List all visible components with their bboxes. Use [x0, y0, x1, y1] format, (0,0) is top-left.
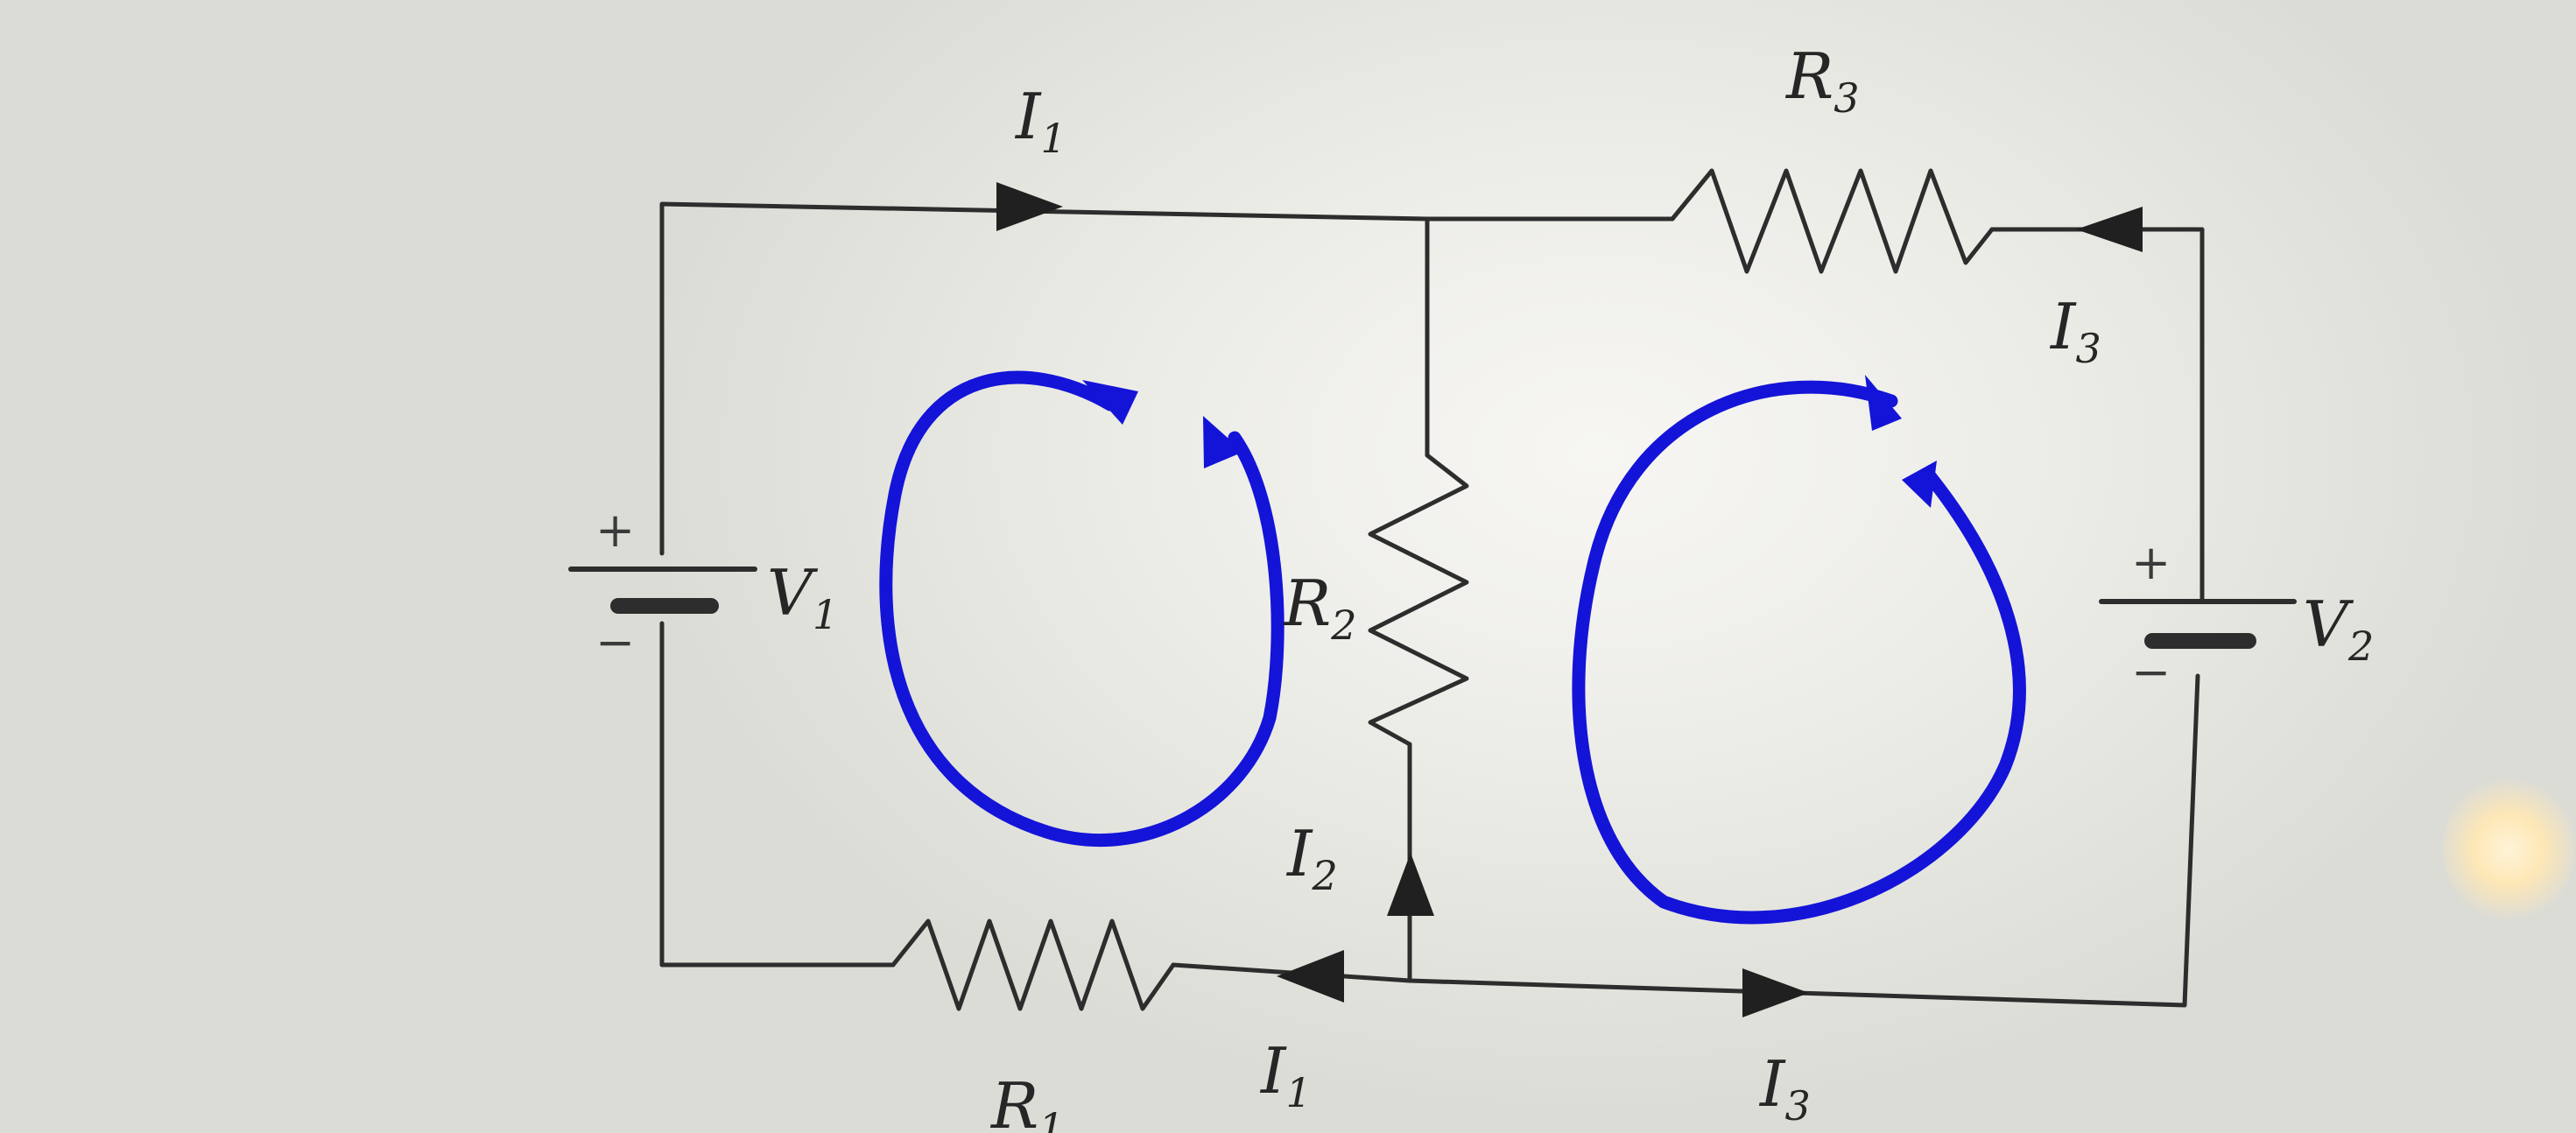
- right-loop-arrowhead-side: [1902, 461, 1937, 508]
- r2-resistor: [1368, 453, 1469, 747]
- i3-bottom-arrow: [1742, 968, 1809, 1017]
- v1-label: V1: [767, 556, 838, 638]
- v2-plus-sign: +: [2131, 535, 2171, 590]
- left-mesh-loop: [879, 370, 1284, 847]
- i2-arrow: [1387, 853, 1434, 916]
- r2-label: R2: [1282, 566, 1357, 649]
- right-mesh-loop: [1572, 380, 2026, 925]
- i1-bottom-label: I1: [1259, 1034, 1312, 1116]
- i3-bottom-label: I3: [1758, 1047, 1811, 1129]
- r1-label: R1: [989, 1069, 1065, 1133]
- light-glare: [2443, 775, 2574, 924]
- left-wire-bottom: [659, 621, 896, 968]
- left-loop-arrowhead-top: [1082, 380, 1138, 425]
- r1-resistor: [890, 918, 1176, 1011]
- v2-minus-sign: −: [2131, 644, 2171, 700]
- i1-top-label: I1: [1014, 80, 1066, 162]
- i1-top-arrow: [996, 182, 1063, 231]
- i3-right-label: I3: [2049, 290, 2101, 372]
- r3-label: R3: [1784, 39, 1860, 122]
- i2-label: I2: [1285, 817, 1338, 899]
- i1-bottom-arrow: [1277, 950, 1344, 1003]
- bottom-wire: [1171, 673, 2200, 1008]
- right-wire-top: [1989, 227, 2205, 602]
- r3-resistor: [1670, 168, 1995, 274]
- right-loop-arrowhead-top: [1865, 375, 1902, 431]
- v1-minus-sign: −: [595, 615, 635, 670]
- left-loop-arrowhead-right: [1203, 416, 1243, 468]
- i3-right-arrow: [2076, 207, 2143, 252]
- v2-label: V2: [2303, 588, 2374, 670]
- left-wire-top: [659, 201, 1675, 556]
- v1-plus-sign: +: [595, 503, 635, 558]
